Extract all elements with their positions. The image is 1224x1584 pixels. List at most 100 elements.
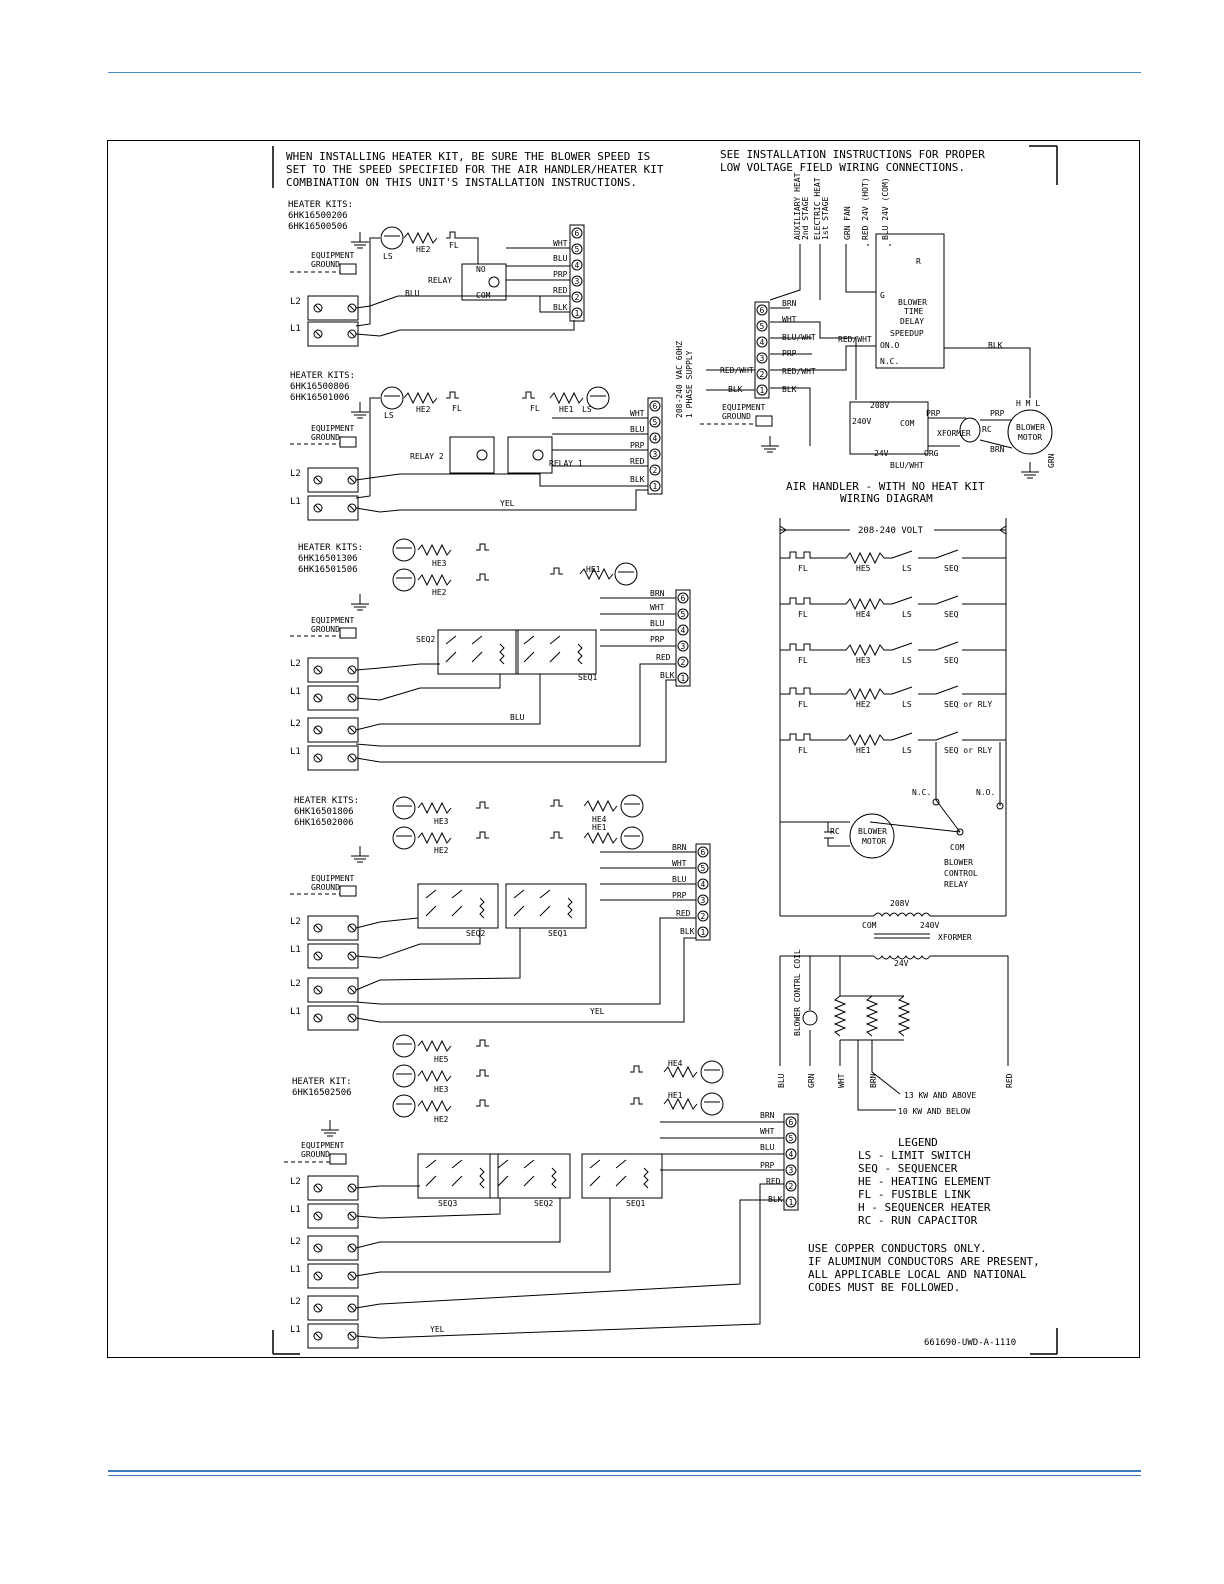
kit5-l2-lug-b [307, 1235, 359, 1261]
sch-coil [802, 1010, 818, 1026]
ah-rc: RC [982, 425, 992, 434]
kit2-he2: HE2 [416, 405, 431, 414]
kit1-l2-label: L2 [290, 297, 301, 307]
drawing-number: 661690-UWD-A-1110 [924, 1338, 1016, 1348]
kit5-l2-lug-c [307, 1295, 359, 1321]
ah-blu-24v-com: BLU 24V (COM) [881, 177, 890, 240]
kit3-model-1: 6HK16501306 [298, 554, 358, 564]
sch-ls-label: LS [902, 610, 912, 619]
terminal-number: 2 [701, 912, 706, 921]
heater-schematic: 208-240 VOLT [779, 518, 1007, 916]
kit1-ls-label: LS [383, 252, 393, 261]
ah-speedup: SPEEDUP [890, 329, 924, 338]
terminal-number: 3 [701, 896, 706, 905]
ah-red-wht-2: RED/WHT [782, 367, 816, 376]
kit4-he1: HE1 [592, 823, 607, 832]
sch-208v: 208V [890, 899, 909, 908]
kit2-equipment-label: EQUIPMENT [311, 424, 355, 433]
sch-he-label: HE5 [856, 564, 871, 573]
sch-wht: WHT [837, 1073, 846, 1088]
kit2-fl-b: FL [530, 404, 540, 413]
ah-blk-2: BLK [782, 385, 797, 394]
kit2-model-1: 6HK16500806 [290, 382, 350, 392]
kit-1: HEATER KITS: 6HK16500206 6HK16500506 EQU… [288, 200, 585, 347]
ah-transformer [849, 401, 929, 455]
kit4-red: RED [676, 909, 691, 918]
kit4-l2-b: L2 [290, 979, 301, 989]
kit4-l1-lug-b [307, 1005, 359, 1031]
kit5-ground-label: GROUND [301, 1150, 330, 1159]
kit4-l1-a: L1 [290, 945, 301, 955]
kit3-blu: BLU [650, 619, 665, 628]
schematic-row-5 [780, 549, 1006, 565]
kit3-red: RED [656, 653, 671, 662]
kit5-l1-lug-c [307, 1323, 359, 1349]
kit3-brn: BRN [650, 589, 665, 598]
terminal-number: 4 [575, 261, 580, 270]
legend-item: SEQ - SEQUENCER [858, 1162, 958, 1175]
kit2-relay-1 [507, 436, 553, 474]
sch-10kw: 10 KW AND BELOW [898, 1107, 970, 1116]
kit1-heating-element [403, 232, 438, 244]
kit4-blu: BLU [672, 875, 687, 884]
schematic-row-1 [780, 731, 1006, 747]
kit5-l2-lug-a [307, 1175, 359, 1201]
terminal-number: 6 [789, 1118, 794, 1127]
sch-blu: BLU [777, 1073, 786, 1088]
ah-blk-3: BLK [988, 341, 1003, 350]
ah-wht: WHT [782, 315, 797, 324]
ah-grn-fan: GRN FAN [843, 206, 852, 240]
kit4-ground-label: GROUND [311, 883, 340, 892]
legend-item: RC - RUN CAPACITOR [858, 1214, 978, 1227]
kit1-blu-2: BLU [405, 289, 420, 298]
kit4-sequencer-2 [417, 883, 499, 929]
kit5-l1-c: L1 [290, 1325, 301, 1335]
ah-grn: GRN [1047, 453, 1056, 468]
sch-24v: 24V [894, 959, 909, 968]
kit2-ls-a: LS [384, 411, 394, 420]
kit3-seq2: SEQ2 [416, 635, 435, 644]
ah-r: R [916, 257, 921, 266]
ah-equipment: EQUIPMENT [722, 403, 766, 412]
sch-ls-label: LS [902, 746, 912, 755]
sch-fl-label: FL [798, 700, 808, 709]
ah-electric-heat: ELECTRIC HEAT [813, 177, 822, 240]
kit3-l1-a: L1 [290, 687, 301, 697]
ah-brn-2: BRN [990, 445, 1005, 454]
kit1-model-2: 6HK16500506 [288, 222, 348, 232]
sch-fl-label: FL [798, 564, 808, 573]
kit1-model-1: 6HK16500206 [288, 211, 348, 221]
ah-motor: MOTOR [1018, 433, 1042, 442]
sch-com-2: COM [862, 921, 877, 930]
kit2-l1-label: L1 [290, 497, 301, 507]
schematic-row-3 [780, 641, 1006, 657]
kit1-l2-lug [307, 295, 359, 321]
kit2-l2-lug [307, 467, 359, 493]
kit4-terminal-block [695, 843, 711, 941]
kit5-sequencer-3 [417, 1153, 499, 1199]
ah-no: ON.O [880, 341, 899, 350]
kit-2: HEATER KITS: 6HK16500806 6HK16501006 EQU… [290, 371, 663, 521]
kit4-title: HEATER KITS: [294, 796, 359, 806]
terminal-number: 1 [575, 309, 580, 318]
ah-240v: 240V [852, 417, 871, 426]
ah-btd-time: TIME [904, 307, 923, 316]
sch-fl-label: FL [798, 746, 808, 755]
kit3-model-2: 6HK16501506 [298, 565, 358, 575]
ah-blu-wht: BLU/WHT [782, 333, 816, 342]
sch-xformer: XFORMER [938, 933, 972, 942]
terminal-number: 1 [701, 928, 706, 937]
kit1-blu: BLU [553, 254, 568, 263]
kit3-sequencer-1 [515, 629, 597, 675]
terminal-number: 6 [760, 306, 765, 315]
footer-rule [108, 1470, 1141, 1472]
copper-note-3: ALL APPLICABLE LOCAL AND NATIONAL [808, 1268, 1027, 1281]
kit-4: HEATER KITS: 6HK16501806 6HK16502006 EQU… [290, 794, 711, 1031]
kit1-ground-symbol [350, 231, 370, 249]
terminal-number: 4 [789, 1150, 794, 1159]
sch-no: N.O. [976, 788, 995, 797]
sch-seq-label: SEQ or RLY [944, 746, 992, 755]
kit4-l2-lug-b [307, 977, 359, 1003]
sch-bcr-1: BLOWER [944, 858, 973, 867]
